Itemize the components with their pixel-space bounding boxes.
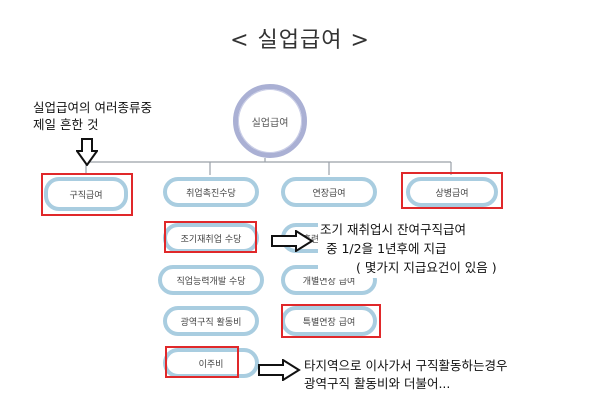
- note-early-line1: 조기 재취업시 잔여구직급여: [320, 222, 466, 237]
- note-move-line1: 타지역으로 이사가서 구직활동하는경우: [304, 358, 508, 373]
- node-sickness-benefit: 상병급여: [406, 177, 498, 207]
- node-wide-area-job-search: 광역구직 활동비: [163, 306, 259, 336]
- highlight-special-extension: [281, 304, 381, 338]
- diagram-title: < 실업급여 >: [230, 28, 370, 53]
- highlight-relocation: [165, 346, 239, 378]
- note-move-line2: 광역구직 활동비와 더불어...: [304, 376, 451, 391]
- down-arrow-icon: [76, 138, 98, 166]
- note-common-line2: 제일 흔한 것: [33, 117, 99, 132]
- highlight-early-reemployment: [164, 221, 257, 253]
- highlight-sickness-benefit: [401, 172, 503, 209]
- node-vocational-ability: 직업능력개발 수당: [158, 265, 264, 295]
- note-early-line3: ( 몇가지 지급요건이 있음 ): [356, 260, 497, 275]
- right-arrow-icon: [271, 230, 314, 252]
- node-extended-benefit: 연장급여: [281, 177, 377, 207]
- node-relocation: 이주비: [163, 348, 259, 378]
- note-common-line1: 실업급여의 여러종류중: [33, 100, 152, 115]
- highlight-job-seeking-benefit: [41, 173, 133, 216]
- node-job-seeking-benefit: 구직급여: [44, 177, 128, 211]
- note-early-background: [318, 218, 530, 278]
- root-node: 실업급여: [233, 84, 307, 158]
- right-arrow-icon: [258, 359, 301, 381]
- note-early-line2: 중 1/2을 1년후에 지급: [326, 241, 447, 256]
- node-special-extension: 특별연장 급여: [281, 306, 377, 336]
- node-employment-promotion: 취업촉진수당: [163, 177, 259, 207]
